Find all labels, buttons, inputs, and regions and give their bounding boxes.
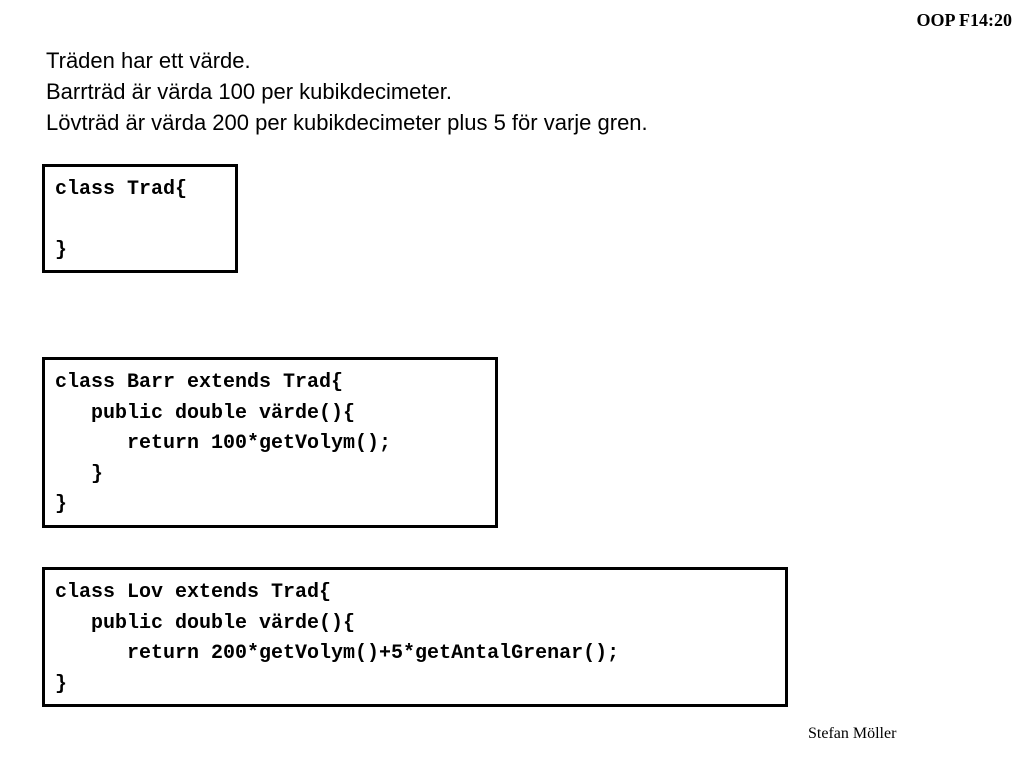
code-block-trad: class Trad{ } [42, 164, 238, 273]
code-block-barr: class Barr extends Trad{ public double v… [42, 357, 498, 528]
intro-line: Barrträd är värda 100 per kubikdecimeter… [46, 79, 452, 104]
code-line: class Lov extends Trad{ [55, 581, 332, 604]
code-line: public double värde(){ [55, 611, 356, 635]
code-line: } [55, 672, 68, 696]
code-line: } [55, 462, 104, 486]
code-line: return 100*getVolym(); [55, 432, 392, 455]
code-line: } [55, 493, 68, 516]
intro-text: Träden har ett värde. Barrträd är värda … [46, 45, 648, 138]
code-line [55, 206, 225, 237]
slide-label: OOP F14:20 [916, 10, 1013, 30]
code-line: public double värde(){ [55, 401, 356, 425]
author-footer: Stefan Möller [808, 725, 897, 742]
intro-line: Lövträd är värda 200 per kubikdecimeter … [46, 110, 648, 135]
code-line: } [55, 239, 68, 262]
code-block-lov: class Lov extends Trad{ public double vä… [42, 567, 788, 707]
code-line: class Barr extends Trad{ [55, 371, 344, 394]
intro-line: Träden har ett värde. [46, 48, 251, 73]
code-line: class Trad{ [55, 178, 188, 201]
code-line: return 200*getVolym()+5*getAntalGrenar()… [55, 642, 620, 665]
